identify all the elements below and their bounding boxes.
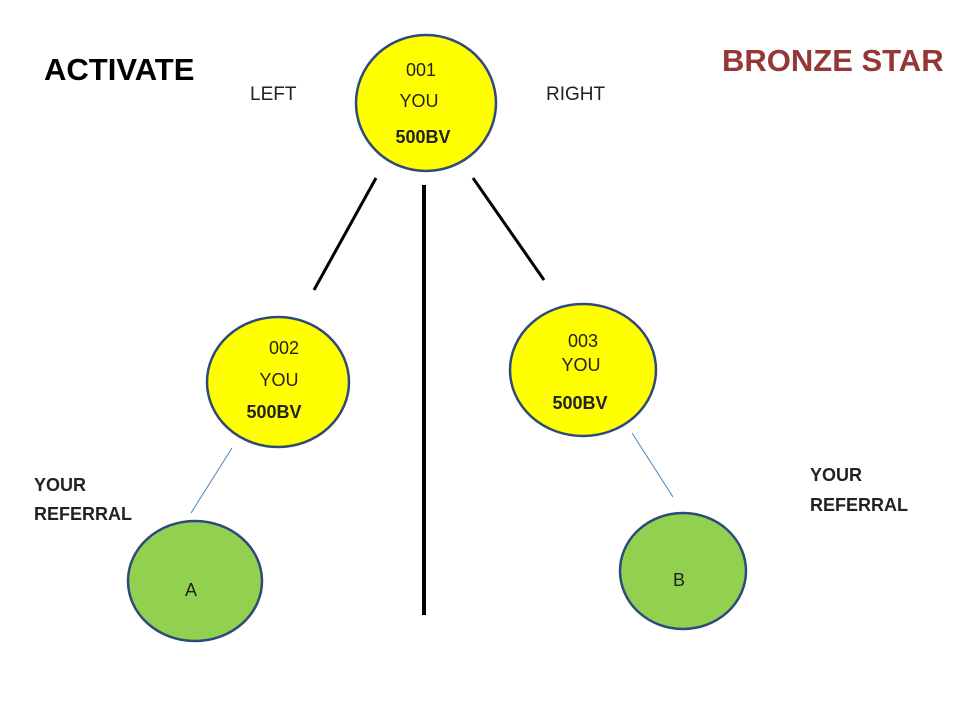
connector-001-to-002 [312, 177, 378, 291]
connector-003-to-b [631, 432, 674, 498]
node-001-id: 001 [406, 60, 436, 80]
right-label: RIGHT [546, 84, 606, 105]
node-003-who: YOU [561, 355, 600, 375]
node-002: 002 YOU 500BV [205, 315, 351, 449]
referral-left-line1: YOUR [34, 475, 86, 495]
node-a-label: A [185, 580, 197, 600]
node-001-bv: 500BV [395, 127, 450, 147]
node-001: 001 YOU 500BV [354, 33, 498, 173]
referral-right-line2: REFERRAL [810, 495, 908, 515]
left-label: LEFT [250, 84, 297, 105]
node-001-who: YOU [399, 91, 438, 111]
node-002-id: 002 [269, 338, 299, 358]
node-b: B [618, 511, 748, 631]
node-003-id: 003 [568, 331, 598, 351]
diagram-title: ACTIVATE [44, 52, 194, 87]
referral-left-line2: REFERRAL [34, 504, 132, 524]
node-003: 003 YOU 500BV [508, 302, 658, 438]
node-a: A [126, 519, 264, 643]
node-002-bv: 500BV [246, 402, 301, 422]
connector-002-to-a [190, 447, 233, 514]
referral-right-line1: YOUR [810, 465, 862, 485]
node-002-who: YOU [259, 370, 298, 390]
node-b-label: B [673, 570, 685, 590]
node-003-bv: 500BV [552, 393, 607, 413]
connector-001-to-003 [471, 177, 546, 281]
rank-title: BRONZE STAR [722, 43, 944, 78]
